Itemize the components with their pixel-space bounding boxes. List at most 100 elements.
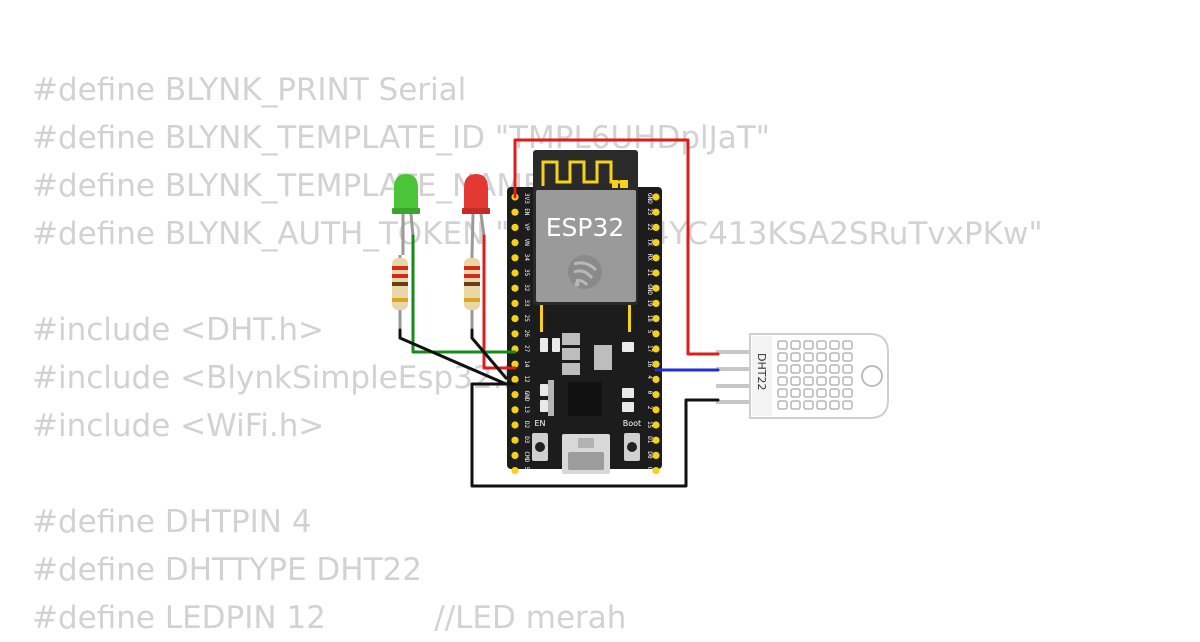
pin-pad[interactable] [652, 193, 660, 201]
grille-slot [777, 352, 788, 362]
pin-pad[interactable] [652, 269, 660, 277]
grille-slot [790, 340, 801, 350]
pin-label: 25 [523, 315, 530, 323]
pin-label: 33 [523, 299, 530, 307]
code-line: #define DHTPIN 4 [32, 504, 312, 540]
pin-pad[interactable] [652, 391, 660, 399]
dht22-sensor[interactable]: DHT22 [716, 333, 889, 419]
pin-label: RX [646, 254, 653, 262]
pin-pad[interactable] [652, 299, 660, 307]
grille-slot [816, 340, 827, 350]
grille-slot [842, 388, 853, 398]
grille-slot [829, 400, 840, 410]
pin-label: TX [646, 239, 653, 247]
wire-pin12-red-led[interactable] [482, 234, 517, 370]
pin-label: GND [646, 284, 653, 295]
pin-pad[interactable] [511, 467, 519, 475]
grille-slot [842, 352, 853, 362]
pin-label: 22 [646, 223, 653, 231]
pin-pad[interactable] [511, 436, 519, 444]
left-pin-header: 3V3ENVPVN343532332526271412GND13D2D3CMD5… [511, 193, 530, 474]
pin-pad[interactable] [652, 254, 660, 262]
grille-slot [790, 400, 801, 410]
grille-slot [803, 388, 814, 398]
code-line: #define DHTTYPE DHT22 [32, 552, 422, 588]
pin-pad[interactable] [652, 375, 660, 383]
pin-label: CLK [646, 467, 653, 478]
wire-gnd-resistor-red[interactable] [470, 328, 508, 380]
grille-slot [829, 340, 840, 350]
pin-pad[interactable] [511, 406, 519, 414]
boot-button-label: Boot [623, 419, 641, 428]
pin-pad[interactable] [652, 421, 660, 429]
grille-slot [777, 376, 788, 386]
pin-pad[interactable] [511, 421, 519, 429]
pin-pad[interactable] [511, 451, 519, 459]
sensor-grille [777, 340, 853, 410]
pin-label: 0 [646, 391, 653, 395]
pin-pad[interactable] [652, 330, 660, 338]
pin-label: 13 [523, 406, 530, 414]
pin-pad[interactable] [652, 223, 660, 231]
pin-label: VN [523, 239, 530, 247]
pin-label: VP [523, 223, 530, 231]
pin-pad[interactable] [511, 299, 519, 307]
grille-slot [777, 388, 788, 398]
grille-slot [816, 388, 827, 398]
grille-slot [842, 400, 853, 410]
pin-pad[interactable] [652, 239, 660, 247]
pin-pad[interactable] [511, 360, 519, 368]
pin-pad[interactable] [511, 330, 519, 338]
grille-slot [790, 388, 801, 398]
pin-pad[interactable] [652, 436, 660, 444]
pin-pad[interactable] [511, 269, 519, 277]
resistor-green-led[interactable] [392, 255, 408, 330]
pin-pad[interactable] [652, 451, 660, 459]
esp32-board[interactable]: ESP32 [507, 150, 662, 478]
pin-pad[interactable] [652, 467, 660, 475]
pin-pad[interactable] [652, 406, 660, 414]
pin-pad[interactable] [511, 223, 519, 231]
pin-pad[interactable] [511, 391, 519, 399]
pin-pad[interactable] [652, 345, 660, 353]
pin-label: 23 [646, 208, 653, 216]
pin-label: GND [646, 193, 653, 204]
pin-pad[interactable] [652, 315, 660, 323]
pin-pad[interactable] [511, 208, 519, 216]
green-led[interactable] [392, 174, 420, 255]
grille-slot [803, 364, 814, 374]
wire-3v3-vcc[interactable] [513, 138, 720, 356]
pin-pad[interactable] [652, 284, 660, 292]
code-line: #include <BlynkSimpleEsp32.h> [32, 360, 549, 396]
wire-pin14-green-led[interactable] [411, 234, 517, 354]
pin-pad[interactable] [652, 208, 660, 216]
pin-label: 15 [646, 421, 653, 429]
pin-pad[interactable] [511, 239, 519, 247]
grille-slot [777, 400, 788, 410]
pin-label: 2 [646, 406, 653, 410]
resistor-red-led[interactable] [464, 255, 480, 330]
pin-label: D2 [523, 421, 530, 429]
pin-label: 35 [523, 269, 530, 277]
pin-label: 27 [523, 345, 530, 353]
pin-label: 5 [646, 330, 653, 334]
grille-slot [816, 376, 827, 386]
wire-gnd-resistors[interactable] [398, 328, 517, 386]
grille-slot [829, 376, 840, 386]
pin-label: 4 [646, 375, 653, 379]
pin-pad[interactable] [511, 284, 519, 292]
grille-slot [803, 400, 814, 410]
code-line: #define BLYNK_PRINT Serial [32, 72, 467, 108]
pin-pad[interactable] [652, 360, 660, 368]
grille-slot [803, 352, 814, 362]
pin-pad[interactable] [511, 254, 519, 262]
red-led[interactable] [462, 174, 490, 256]
pin-label: 17 [646, 345, 653, 353]
grille-slot [777, 364, 788, 374]
pin-label: EN [523, 208, 530, 216]
pin-pad[interactable] [511, 375, 519, 383]
wire-gnd-sensor[interactable] [470, 382, 720, 488]
pin-pad[interactable] [511, 315, 519, 323]
module-label: ESP32 [546, 213, 625, 242]
